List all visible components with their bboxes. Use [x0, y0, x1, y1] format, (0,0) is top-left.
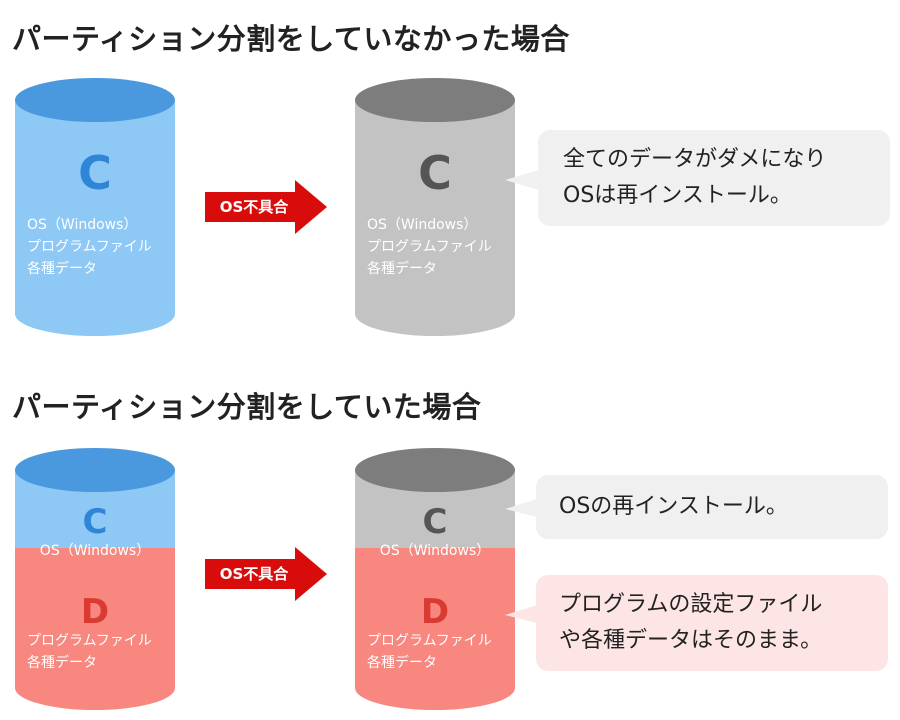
cylinder-shape — [355, 448, 515, 710]
drive-c-after: C OS（Windows） プログラムファイル 各種データ — [355, 78, 515, 338]
drive-contents: OS（Windows） プログラムファイル 各種データ — [27, 214, 152, 280]
cylinder-shape — [15, 78, 175, 336]
bubble-line: や各種データはそのまま。 — [559, 628, 823, 653]
drive-cd-before: C OS（Windows） D プログラムファイル 各種データ — [15, 448, 175, 710]
drive-letter-d: D — [80, 592, 110, 632]
drive-letter-c: C — [82, 502, 108, 542]
drive-c-before: C OS（Windows） プログラムファイル 各種データ — [15, 78, 175, 338]
section-title-no-partition: パーティション分割をしていなかった場合 — [12, 22, 570, 56]
arrow-right-icon — [205, 547, 327, 601]
drive-contents: OS（Windows） プログラムファイル 各種データ — [367, 214, 492, 280]
content-os: OS（Windows） — [367, 217, 478, 233]
content-data: 各種データ — [367, 655, 437, 671]
drive-letter-c: C — [422, 502, 448, 542]
content-programs: プログラムファイル — [367, 633, 492, 649]
content-os: OS（Windows） — [39, 543, 151, 559]
c-partition-contents: OS（Windows） — [355, 540, 515, 562]
bubble-line: 全てのデータがダメになり — [563, 147, 827, 172]
content-data: 各種データ — [27, 261, 97, 277]
d-partition-contents: プログラムファイル 各種データ — [367, 630, 492, 674]
bubble-shape — [505, 130, 890, 226]
bubble-text: 全てのデータがダメになり OSは再インストール。 — [563, 142, 826, 214]
arrow-label: OS不具合 — [219, 565, 289, 583]
content-os: OS（Windows） — [379, 543, 491, 559]
bubble-text: プログラムの設定ファイル や各種データはそのまま。 — [559, 587, 822, 659]
cylinder-shape — [355, 78, 515, 336]
speech-bubble-reinstall-os: OSの再インストール。 — [505, 475, 888, 539]
content-programs: プログラムファイル — [27, 239, 152, 255]
os-failure-arrow: OS不具合 — [205, 547, 330, 603]
content-os: OS（Windows） — [27, 217, 138, 233]
c-partition-contents: OS（Windows） — [15, 540, 175, 562]
drive-letter-c: C — [418, 146, 452, 200]
bubble-line: プログラムの設定ファイル — [559, 592, 823, 617]
bubble-line: OSは再インストール。 — [563, 183, 792, 208]
d-partition-contents: プログラムファイル 各種データ — [27, 630, 152, 674]
arrow-label: OS不具合 — [219, 198, 289, 216]
content-programs: プログラムファイル — [27, 633, 152, 649]
drive-letter-d: D — [420, 592, 450, 632]
drive-letter-c: C — [78, 146, 112, 200]
arrow-right-icon — [205, 180, 327, 234]
cylinder-shape — [15, 448, 175, 710]
section-title-with-partition: パーティション分割をしていた場合 — [12, 390, 482, 424]
content-programs: プログラムファイル — [367, 239, 492, 255]
drive-cd-after: C OS（Windows） D プログラムファイル 各種データ — [355, 448, 515, 710]
speech-bubble-all-lost: 全てのデータがダメになり OSは再インストール。 — [505, 130, 890, 226]
speech-bubble-data-kept: プログラムの設定ファイル や各種データはそのまま。 — [505, 575, 888, 671]
os-failure-arrow: OS不具合 — [205, 180, 330, 236]
content-data: 各種データ — [367, 261, 437, 277]
bubble-text: OSの再インストール。 — [559, 489, 788, 525]
bubble-line: OSの再インストール。 — [559, 494, 788, 519]
content-data: 各種データ — [27, 655, 97, 671]
bubble-shape — [505, 575, 888, 671]
bubble-shape — [505, 475, 888, 539]
